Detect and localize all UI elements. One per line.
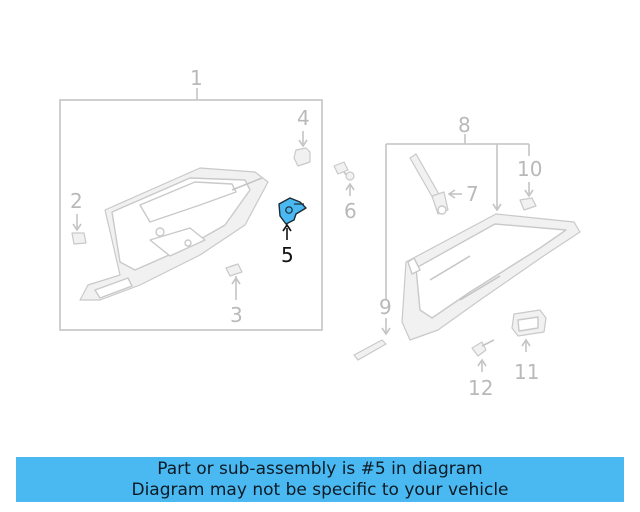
damper-part-7: 7 — [409, 153, 479, 215]
callout-3: 3 — [230, 303, 243, 327]
callout-7: 7 — [466, 182, 479, 206]
highlighted-part-5: 5 — [278, 197, 307, 267]
screw-part-12: 12 — [468, 339, 495, 400]
screw-part-3: 3 — [225, 263, 243, 327]
callout-8: 8 — [458, 113, 471, 137]
info-banner: Part or sub-assembly is #5 in diagram Di… — [16, 457, 624, 502]
assembly-1-frame — [59, 99, 323, 331]
glove-box-door — [401, 213, 581, 341]
callout-9: 9 — [379, 295, 392, 319]
banner-line-1: Part or sub-assembly is #5 in diagram — [157, 458, 483, 479]
callout-11: 11 — [514, 360, 539, 384]
parts-diagram: 1 2 3 4 5 — [59, 66, 581, 400]
latch-part-4: 4 — [293, 106, 311, 167]
callout-5: 5 — [281, 243, 294, 267]
callout-4: 4 — [297, 106, 310, 130]
switch-part-11: 11 — [511, 309, 547, 384]
clip-part-10: 10 — [517, 157, 542, 211]
bolt-part-6: 6 — [333, 161, 357, 223]
rod-part-9: 9 — [353, 295, 392, 361]
callout-2: 2 — [70, 189, 83, 213]
callout-10: 10 — [517, 157, 542, 181]
callout-1: 1 — [190, 66, 203, 90]
callout-12: 12 — [468, 376, 493, 400]
clip-part-2: 2 — [70, 189, 87, 245]
banner-line-2: Diagram may not be specific to your vehi… — [131, 479, 509, 500]
callout-6: 6 — [344, 199, 357, 223]
glove-box-assembly — [79, 167, 269, 301]
